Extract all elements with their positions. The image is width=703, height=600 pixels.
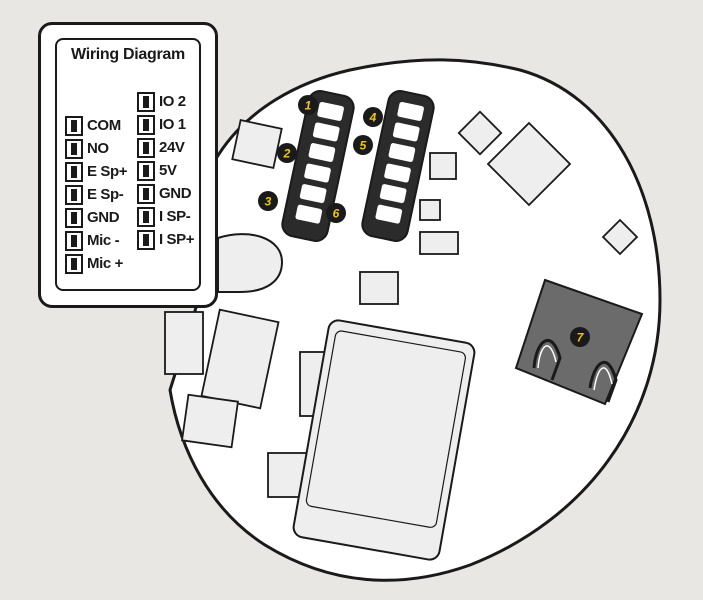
pin-terminal-icon	[65, 254, 83, 274]
pin-terminal-icon	[65, 116, 83, 136]
wiring-diagram-title: Wiring Diagram	[71, 46, 185, 63]
pin-terminal-icon	[137, 184, 155, 204]
pin-terminal-icon	[137, 161, 155, 181]
svg-text:3: 3	[265, 195, 272, 209]
svg-text:6: 6	[333, 207, 340, 221]
wiring-diagram-card: Wiring Diagram IO 2 IO 1 24V 5V GND I SP…	[38, 22, 218, 308]
svg-text:5: 5	[360, 139, 367, 153]
pin-terminal-icon	[65, 139, 83, 159]
terminal-block-left	[281, 90, 355, 242]
pin-terminal-icon	[65, 185, 83, 205]
marker-5: 5	[353, 135, 373, 155]
svg-text:4: 4	[369, 111, 377, 125]
marker-7: 7	[570, 327, 590, 347]
board-notch	[217, 233, 284, 293]
marker-6: 6	[326, 203, 346, 223]
marker-4: 4	[363, 107, 383, 127]
marker-1: 1	[298, 95, 318, 115]
component-chip	[457, 110, 503, 156]
component-chip	[359, 271, 399, 305]
pin-terminal-icon	[65, 208, 83, 228]
terminal-block-right	[361, 90, 435, 242]
pin-terminal-icon	[137, 207, 155, 227]
component-chip	[231, 119, 283, 169]
wiring-diagram-inner-frame	[55, 38, 201, 291]
marker-3: 3	[258, 191, 278, 211]
pin-terminal-icon	[65, 231, 83, 251]
component-block	[164, 311, 204, 375]
component-chip	[419, 231, 459, 255]
component-chip	[181, 393, 239, 449]
component-chip	[419, 199, 441, 221]
marker-2: 2	[277, 143, 297, 163]
component-chip-large	[486, 121, 572, 207]
pin-terminal-icon	[137, 230, 155, 250]
svg-text:1: 1	[305, 99, 312, 113]
pin-terminal-icon	[65, 162, 83, 182]
pin-terminal-icon	[137, 92, 155, 112]
capacitor	[292, 319, 476, 561]
component-chip	[429, 152, 457, 180]
svg-text:2: 2	[283, 147, 291, 161]
pin-terminal-icon	[137, 115, 155, 135]
pin-terminal-icon	[137, 138, 155, 158]
component-chip	[601, 218, 639, 256]
svg-text:7: 7	[577, 331, 585, 345]
